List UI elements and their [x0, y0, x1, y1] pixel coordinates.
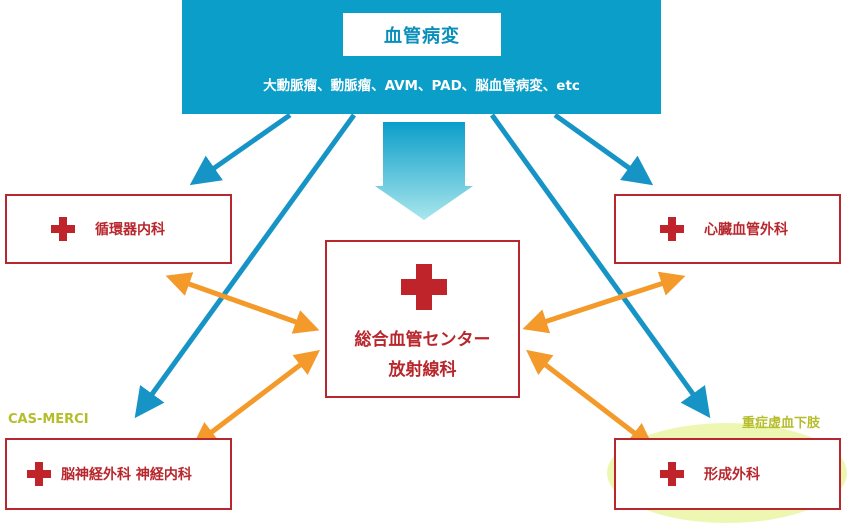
dept-cardiology-label: 循環器内科 [95, 222, 165, 238]
banner-subtitle: 大動脈瘤、動脈瘤、AVM、PAD、脳血管病変、etc [263, 78, 580, 94]
blue-arrow-left-bottom [134, 113, 357, 419]
main-down-arrow [375, 122, 473, 220]
orange-arrow-left-top [165, 272, 320, 334]
orange-arrow-left-bottom [192, 349, 320, 448]
medical-cross-icon [660, 462, 684, 486]
medical-cross-icon [27, 462, 51, 486]
blue-arrow-right-bottom [489, 113, 711, 419]
center-vascular-radiology: 総合血管センター 放射線科 [325, 240, 520, 398]
dept-cardiovascular-surgery: 心臓血管外科 [614, 194, 841, 264]
dept-neuro-label: 脳神経外科 神経内科 [61, 467, 192, 483]
dept-plastic-surgery-label: 形成外科 [704, 467, 760, 483]
banner-title: 血管病変 [343, 13, 501, 56]
tag-critical-limb-ischemia: 重症虚血下肢 [742, 416, 821, 431]
blue-arrow-left-top [189, 112, 292, 186]
center-title: 総合血管センター [354, 330, 491, 350]
dept-neuro: 脳神経外科 神経内科 [5, 438, 232, 510]
tag-cas-merci: CAS-MERCI [8, 412, 89, 427]
dept-cardiology: 循環器内科 [5, 194, 232, 264]
orange-arrow-right-bottom [526, 349, 654, 449]
medical-cross-icon [51, 217, 75, 241]
blue-arrow-right-top [553, 112, 654, 186]
orange-arrow-right-top [522, 271, 686, 334]
dept-plastic-surgery: 形成外科 [614, 438, 841, 510]
center-subtitle: 放射線科 [388, 360, 457, 380]
dept-cardiovascular-surgery-label: 心臓血管外科 [704, 222, 788, 238]
medical-cross-icon [401, 264, 447, 310]
vascular-lesions-banner: 血管病変 大動脈瘤、動脈瘤、AVM、PAD、脳血管病変、etc [182, 0, 661, 114]
medical-cross-icon [660, 217, 684, 241]
